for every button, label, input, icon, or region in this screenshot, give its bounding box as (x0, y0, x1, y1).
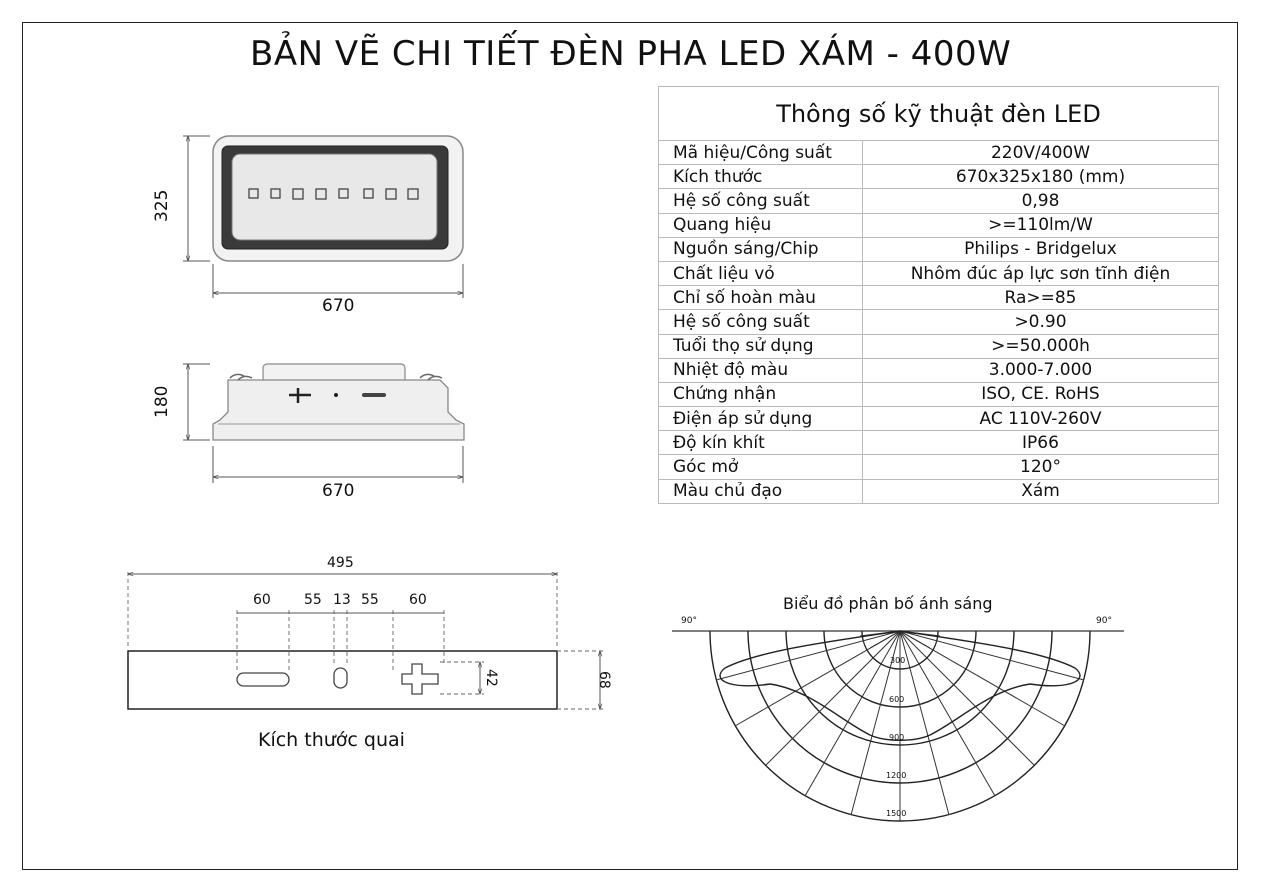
side-width-dim: 670 (322, 481, 355, 501)
spec-label: Quang hiệu (658, 212, 863, 238)
spec-label: Hệ số công suất (658, 309, 863, 335)
spec-label: Chỉ số hoàn màu (658, 285, 863, 311)
side-cross-slot (289, 388, 311, 403)
bracket-slot-height: 42 (483, 669, 499, 687)
spec-value: >=110lm/W (862, 212, 1219, 238)
bracket-seg: 55 (304, 592, 322, 608)
spec-value: AC 110V-260V (862, 406, 1219, 432)
spec-value: Philips - Bridgelux (862, 236, 1219, 262)
side-view (183, 363, 465, 483)
side-fins (229, 373, 443, 381)
spec-label: Điện áp sử dụng (658, 406, 863, 432)
spec-value: >=50.000h (862, 333, 1219, 359)
spec-label: Màu chủ đạo (658, 478, 863, 504)
front-height-dim: 325 (152, 189, 172, 222)
bracket-seg: 55 (361, 592, 379, 608)
bracket-drawing (127, 572, 604, 710)
spec-table: Thông số kỹ thuật đèn LED Mã hiệu/Công s… (658, 86, 1219, 504)
bracket-seg: 60 (253, 592, 271, 608)
bracket-outline (127, 650, 558, 710)
side-hole (334, 393, 338, 397)
spec-value: Xám (862, 478, 1219, 504)
light-distribution-curve (719, 630, 1081, 741)
ring-label: 300 (890, 656, 906, 665)
side-body (212, 379, 465, 441)
side-height-dim: 180 (152, 385, 172, 418)
bracket-cross-slot (401, 663, 439, 695)
ring-label: 1200 (886, 771, 907, 780)
left-angle-label: 90° (681, 616, 697, 626)
page-title: BẢN VẼ CHI TIẾT ĐÈN PHA LED XÁM - 400W (250, 34, 1012, 74)
driver-box (262, 363, 406, 383)
front-width-dim: 670 (322, 296, 355, 316)
spec-value: Nhôm đúc áp lực sơn tĩnh điện (862, 260, 1219, 287)
bracket-hole-center (333, 667, 348, 689)
drawing-frame (22, 22, 1238, 870)
bracket-caption: Kích thước quai (258, 729, 405, 751)
right-angle-label: 90° (1096, 616, 1112, 626)
side-slot (362, 393, 386, 397)
ring-label: 600 (889, 695, 905, 704)
spec-label: Độ kín khít (658, 430, 863, 456)
polar-chart (672, 630, 1124, 822)
spec-value: >0.90 (862, 309, 1219, 335)
spec-row: Quang hiệu>=110lm/W (658, 212, 1219, 238)
light-chart-title: Biểu đồ phân bố ánh sáng (783, 594, 993, 613)
lens (231, 153, 438, 241)
bracket-total-width: 495 (327, 555, 354, 571)
ring-label: 1500 (886, 809, 907, 818)
spec-value: 220V/400W (862, 139, 1219, 166)
spec-label: Hệ số công suất (658, 188, 863, 214)
spec-value: 0,98 (862, 188, 1219, 214)
bracket-total-height: 68 (596, 671, 612, 689)
spec-row: Tuổi thọ sử dụng>=50.000h (658, 333, 1219, 359)
led-chips (248, 188, 419, 200)
spec-label: Nhiệt độ màu (658, 357, 863, 383)
spec-row: Hệ số công suất>0.90 (658, 309, 1219, 335)
spec-value: 120° (862, 454, 1219, 480)
bracket-slot-left (236, 672, 290, 687)
front-view (183, 135, 464, 298)
ring-label: 900 (889, 733, 905, 742)
bracket-seg: 13 (333, 592, 351, 608)
bracket-seg: 60 (409, 592, 427, 608)
